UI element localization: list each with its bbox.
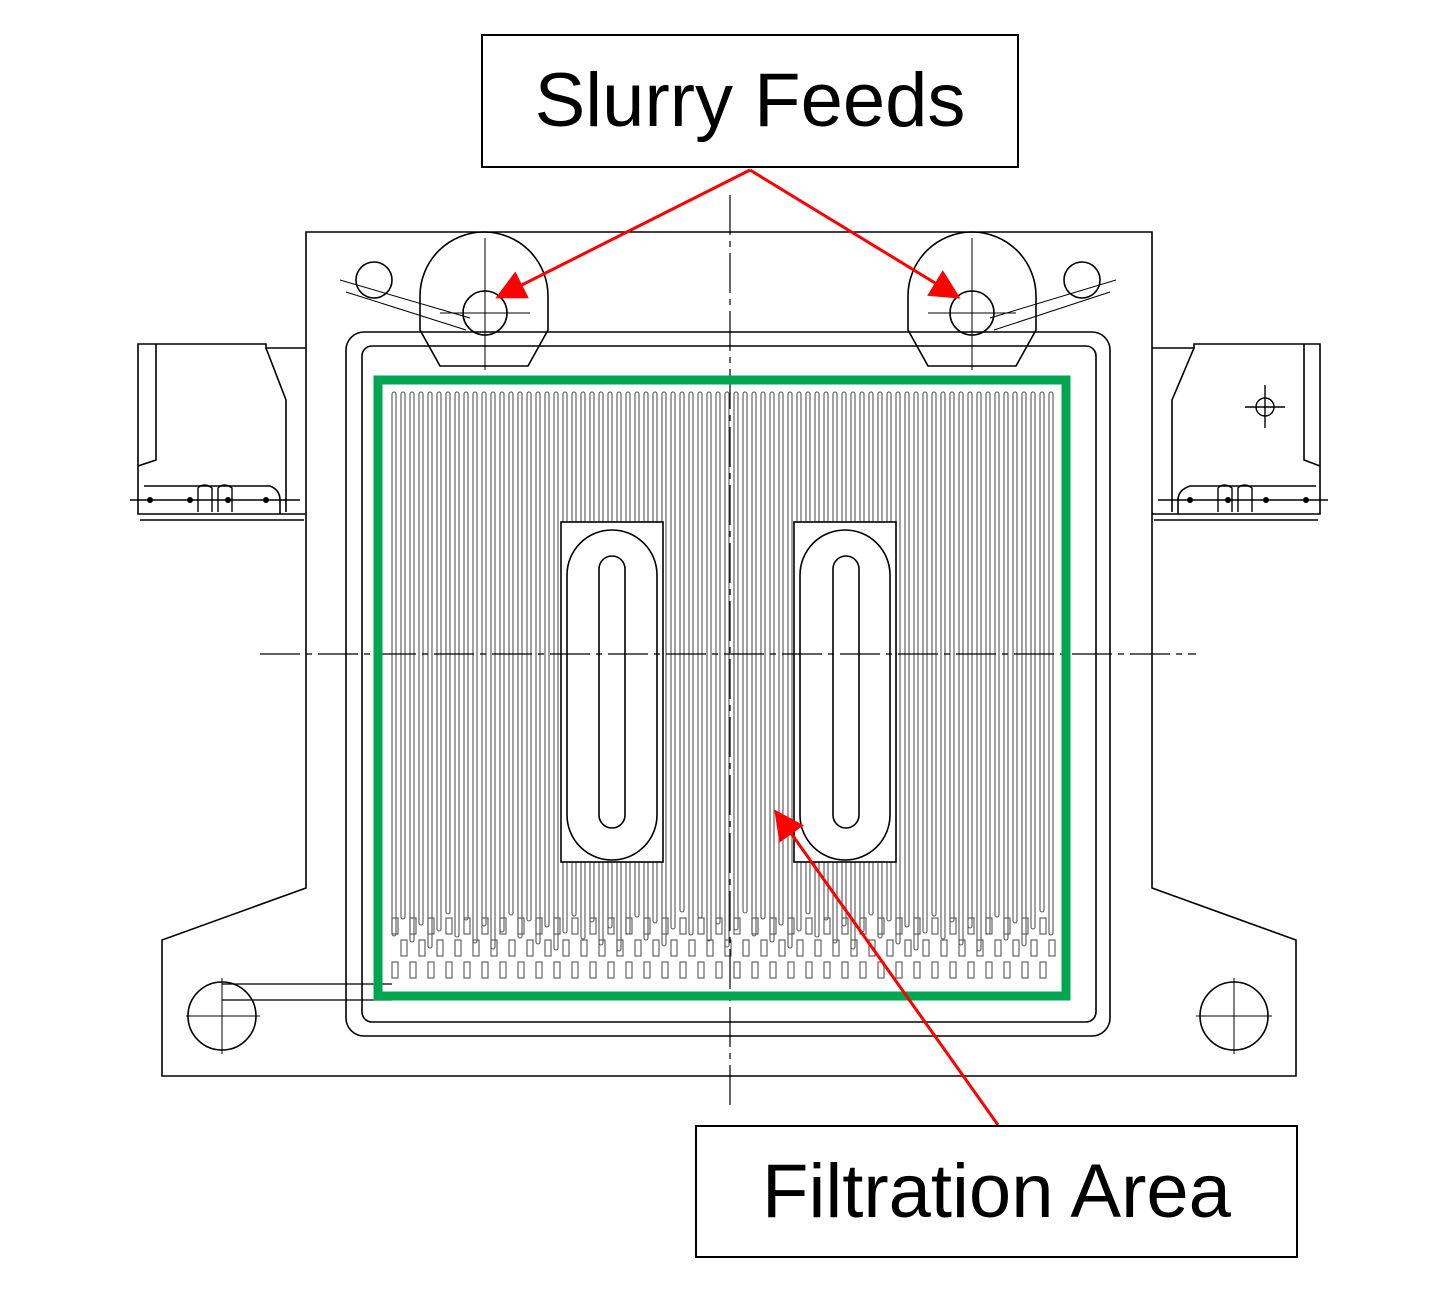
center-lines <box>260 195 1196 1110</box>
drainage-ribs <box>391 391 1056 979</box>
corner-holes <box>186 261 1272 1054</box>
handle-bolt-marks <box>147 497 1309 503</box>
arrow-slurry-left <box>495 168 751 299</box>
center-ports <box>560 521 897 863</box>
handle-detail-lines <box>197 385 1285 512</box>
arrow-filtration <box>774 809 1000 1126</box>
filtration-area-outline <box>373 375 1071 1001</box>
filtration-area-label: Filtration Area <box>762 1148 1231 1234</box>
slurry-feed-ports <box>339 231 1117 370</box>
filtration-area-label-box: Filtration Area <box>695 1125 1298 1258</box>
slurry-feeds-label-box: Slurry Feeds <box>481 34 1019 168</box>
plate-outline <box>130 231 1328 1077</box>
slurry-feeds-label: Slurry Feeds <box>534 58 966 143</box>
annotation-arrows <box>495 168 1000 1126</box>
arrow-slurry-right <box>749 168 961 299</box>
